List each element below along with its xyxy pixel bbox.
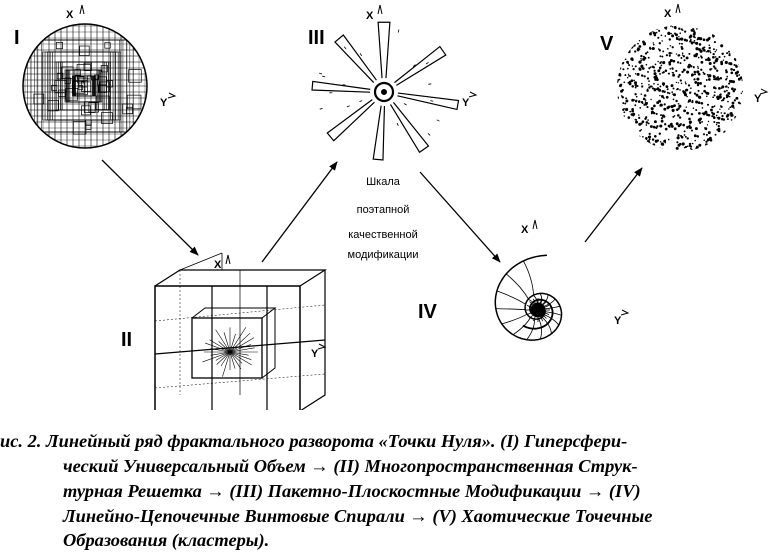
label-stage-iii: III <box>308 27 325 49</box>
axis-x-label: X <box>214 259 222 271</box>
axis-x-arrow-icon <box>378 5 382 14</box>
arrow-iii-to-iv <box>420 172 500 262</box>
fractal-diagram: I X Y II X Y III X Y Шкала поэтапной <box>0 0 770 410</box>
axis-y-arrow-icon <box>168 93 175 98</box>
caption-line: Линейно-Цепочечные Винтовые Спирали → (V… <box>63 504 652 529</box>
axis-y-arrow-icon <box>760 89 767 94</box>
arrow-i-to-ii <box>102 160 198 255</box>
label-stage-i: I <box>14 27 20 49</box>
stage-i-hypersphere <box>23 24 147 148</box>
axis-x-arrow-icon <box>80 5 84 14</box>
stage-v-points <box>616 23 745 151</box>
stage-ii-lattice <box>155 253 325 410</box>
axis-x-arrow-icon <box>533 220 537 229</box>
scale-label: Шкала поэтапной качественной модификации <box>348 176 419 261</box>
label-stage-v: V <box>600 33 614 55</box>
scale-label-line: Шкала <box>366 176 401 188</box>
axis-y-arrow-icon <box>469 92 476 97</box>
axis-y-label: Y <box>614 315 622 327</box>
caption-line: ис. 2. Линейный ряд фрактального разворо… <box>0 429 627 454</box>
label-stage-ii: II <box>121 329 132 351</box>
arrow-ii-to-iii <box>262 162 337 262</box>
caption-line: Образования (кластеры). <box>63 528 269 553</box>
axis-y-label: Y <box>311 348 319 360</box>
axis-x-arrow-icon <box>226 255 230 264</box>
lattice-star <box>203 327 258 376</box>
axis-x-label: X <box>521 224 529 236</box>
axis-y-label: Y <box>754 93 762 105</box>
arrow-iv-to-v <box>585 168 642 242</box>
axis-x-label: X <box>664 8 672 20</box>
axis-y-label: Y <box>462 97 470 109</box>
stage-iii-planes <box>312 22 458 160</box>
axis-x-label: X <box>66 9 74 21</box>
scale-label-line: поэтапной <box>357 204 410 216</box>
figure-caption: ис. 2. Линейный ряд фрактального разворо… <box>0 410 770 551</box>
caption-line: ческий Универсальный Объем → (II) Многоп… <box>63 454 638 479</box>
axis-x-arrow-icon <box>676 4 680 13</box>
axis-y-label: Y <box>160 97 168 109</box>
scale-label-line: модификации <box>348 249 419 261</box>
stage-iv-spiral <box>495 255 561 340</box>
scale-label-line: качественной <box>348 229 418 241</box>
caption-line: турная Решетка → (III) Пакетно-Плоскостн… <box>63 479 641 504</box>
axis-y-arrow-icon <box>318 344 325 349</box>
axis-y-arrow-icon <box>621 310 628 315</box>
axis-x-label: X <box>366 10 374 22</box>
label-stage-iv: IV <box>418 301 438 323</box>
